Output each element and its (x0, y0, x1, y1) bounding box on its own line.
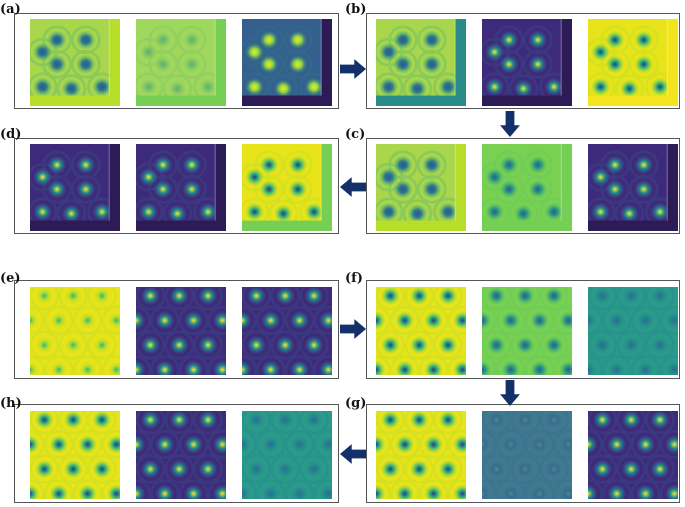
map-d-3 (242, 144, 332, 231)
map-f-2 (482, 287, 572, 375)
arrow-left-icon (340, 443, 366, 465)
map-b-1 (376, 19, 466, 106)
map-g-1 (376, 411, 466, 499)
map-c-1 (376, 144, 466, 231)
panel-label-f: (f) (345, 271, 363, 286)
arrow-right-icon (340, 318, 366, 340)
arrow-down-icon (499, 111, 521, 137)
map-d-2 (136, 144, 226, 231)
map-b-2 (482, 19, 572, 106)
map-e-1 (30, 287, 120, 375)
map-a-3 (242, 19, 332, 106)
map-h-3 (242, 411, 332, 499)
map-e-3 (242, 287, 332, 375)
panel-label-c: (c) (345, 127, 366, 142)
map-e-2 (136, 287, 226, 375)
panel-label-b: (b) (345, 2, 367, 17)
panel-label-e: (e) (0, 271, 21, 286)
map-g-3 (588, 411, 678, 499)
map-a-1 (30, 19, 120, 106)
arrow-down-icon (499, 380, 521, 406)
arrow-left-icon (340, 176, 366, 198)
map-c-2 (482, 144, 572, 231)
map-a-2 (136, 19, 226, 106)
panel-label-d: (d) (0, 127, 22, 142)
map-f-3 (588, 287, 678, 375)
panel-label-h: (h) (0, 396, 22, 411)
map-b-3 (588, 19, 678, 106)
map-c-3 (588, 144, 678, 231)
arrow-right-icon (340, 58, 366, 80)
map-h-2 (136, 411, 226, 499)
panel-label-a: (a) (0, 2, 21, 17)
map-g-2 (482, 411, 572, 499)
map-h-1 (30, 411, 120, 499)
panel-label-g: (g) (345, 396, 367, 411)
map-f-1 (376, 287, 466, 375)
map-d-1 (30, 144, 120, 231)
